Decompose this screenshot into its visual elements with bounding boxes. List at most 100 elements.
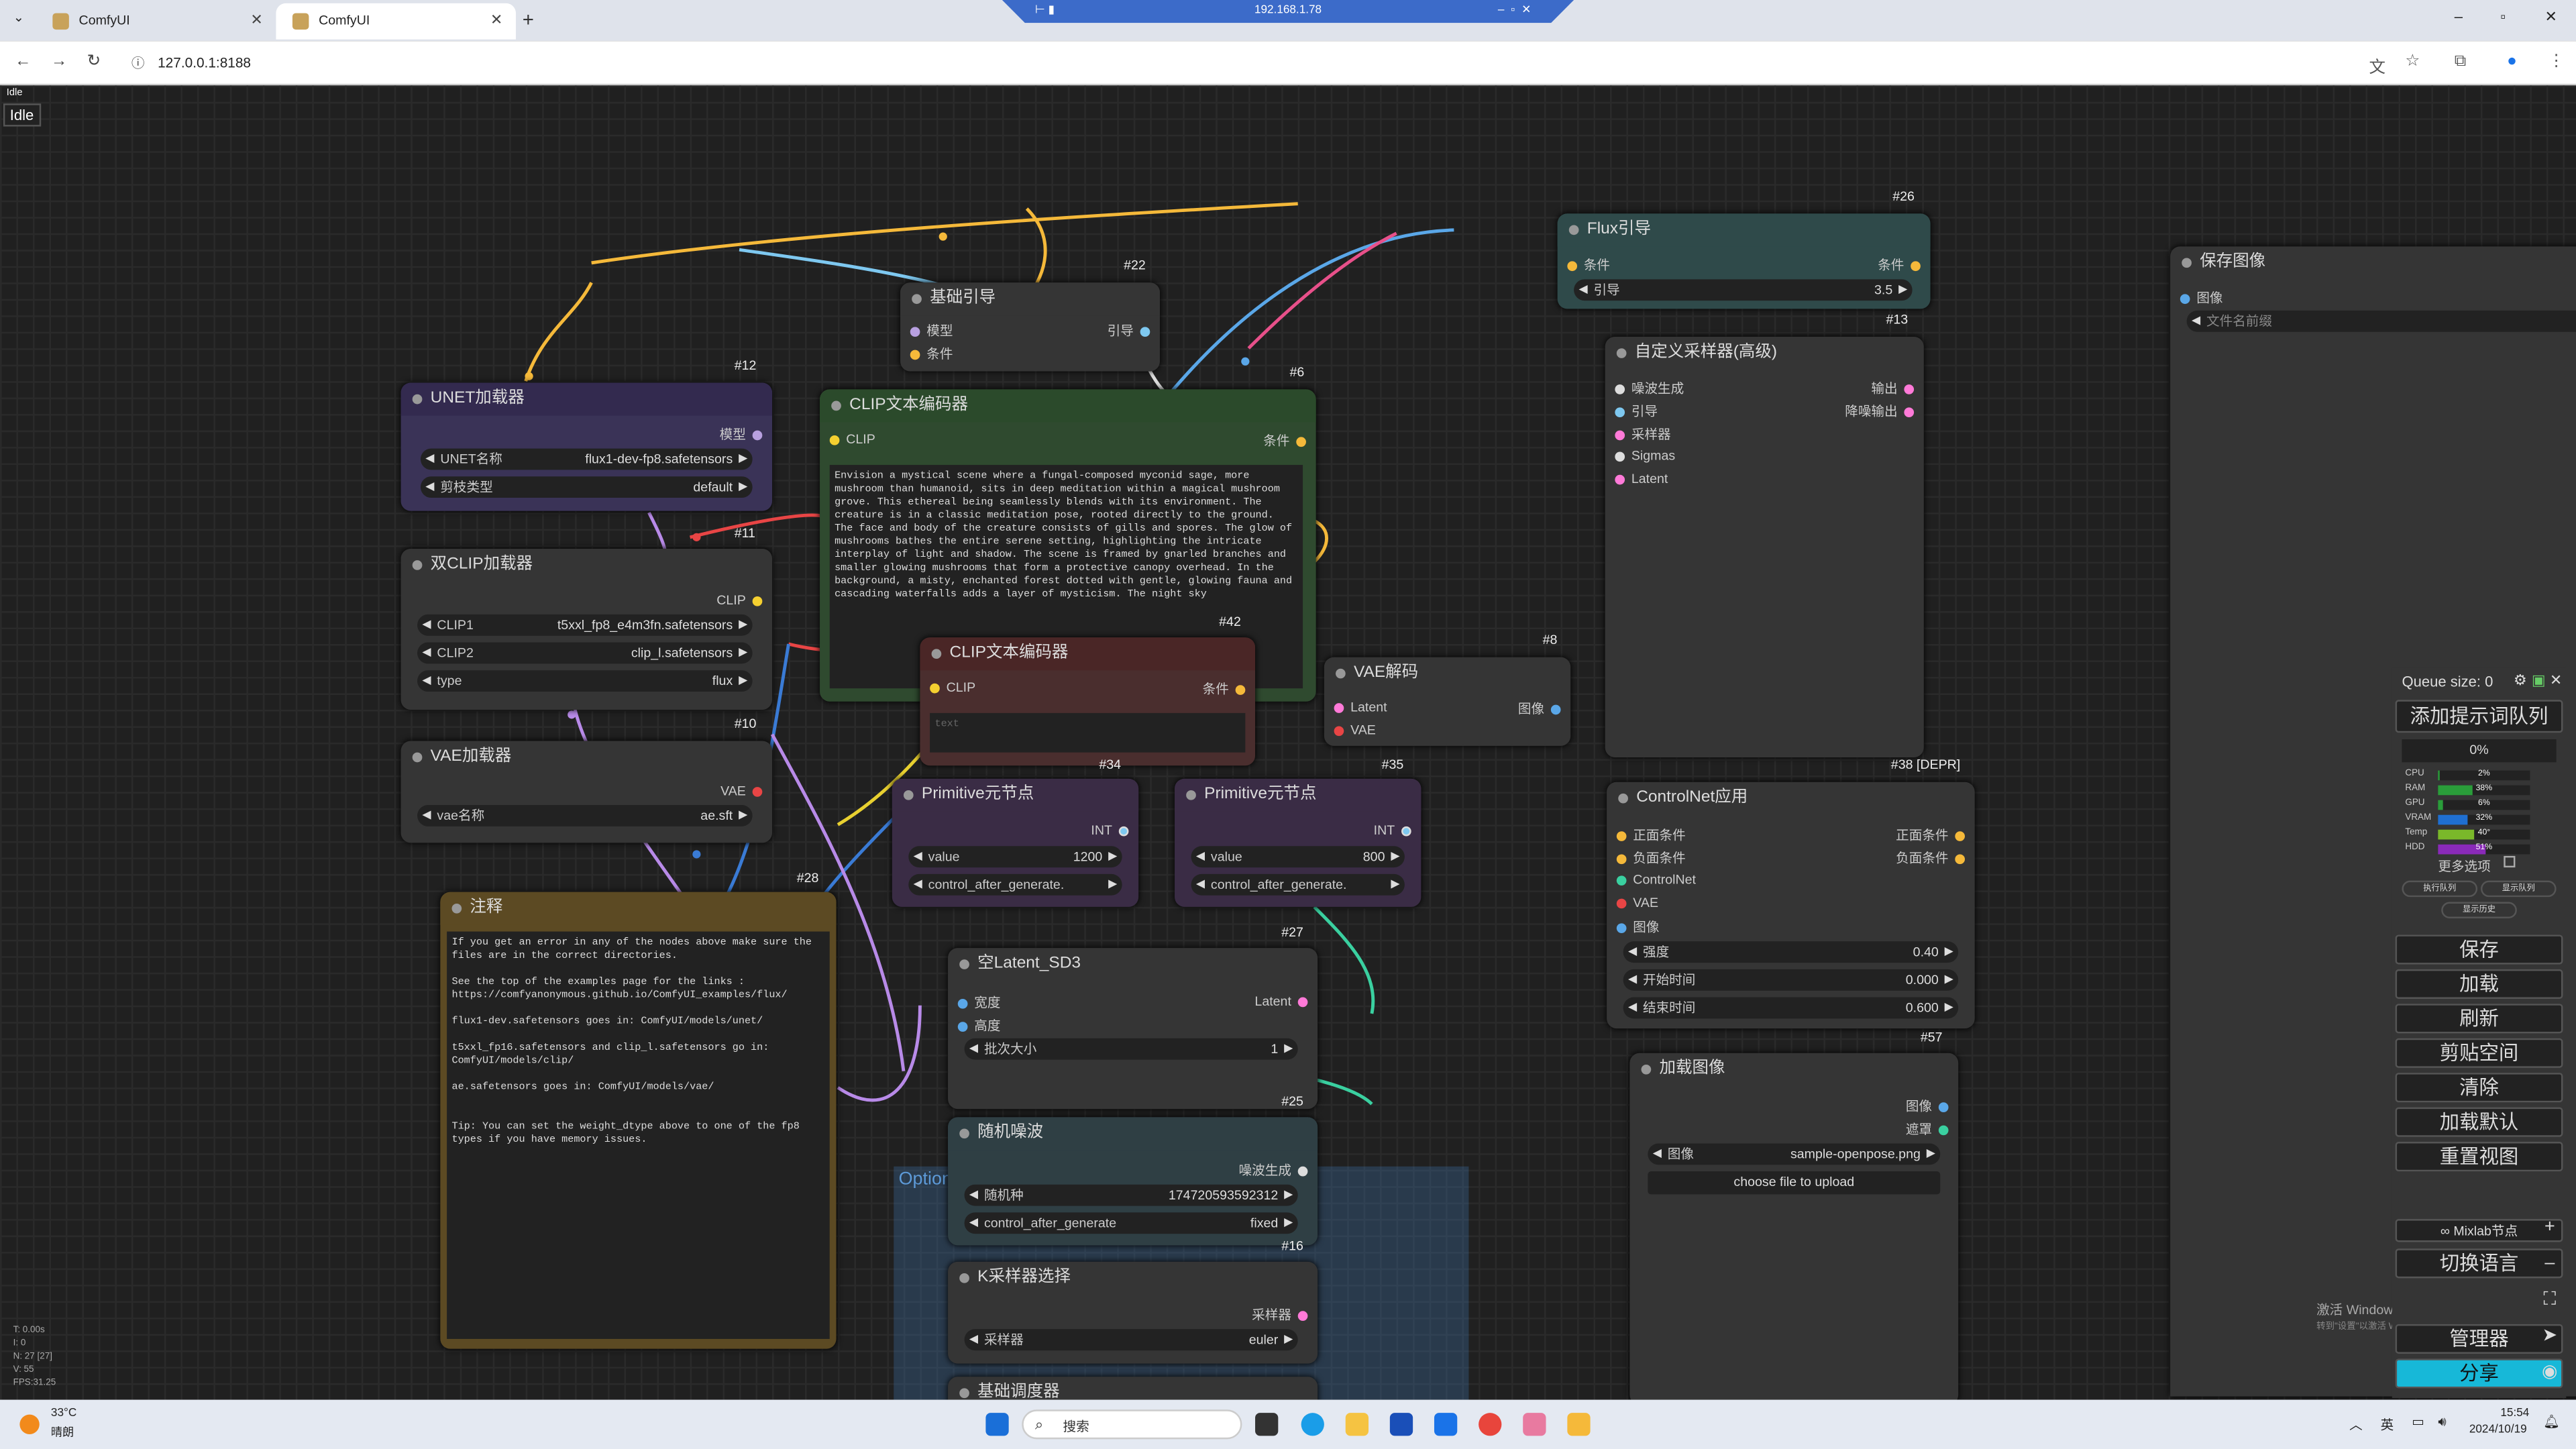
restore-icon[interactable]: ▫: [2500, 8, 2506, 25]
input-sigmas[interactable]: Sigmas: [1609, 449, 1675, 464]
input-model[interactable]: 模型: [904, 322, 953, 340]
node-vae-decode[interactable]: VAE解码 Latent VAE 图像: [1324, 657, 1571, 746]
refresh-button[interactable]: 刷新: [2395, 1004, 2563, 1034]
task-view-icon[interactable]: [1255, 1413, 1279, 1436]
send-icon[interactable]: ➤: [2542, 1326, 2558, 1346]
close-tab-icon[interactable]: ✕: [250, 11, 263, 28]
load-button[interactable]: 加载: [2395, 969, 2563, 999]
node-basic-guider[interactable]: 基础引导 模型 条件 引导: [900, 282, 1160, 372]
app-icon[interactable]: [1523, 1413, 1546, 1436]
remote-controls-icon[interactable]: –▫✕: [1497, 5, 1538, 17]
filename-prefix-input[interactable]: 文件名前缀: [2186, 310, 2576, 332]
close-tab-icon[interactable]: ✕: [490, 11, 503, 28]
bookmark-icon[interactable]: ☆: [2405, 52, 2420, 71]
output-image[interactable]: 图像: [1518, 700, 1567, 718]
output-conditioning[interactable]: 条件: [1878, 256, 1927, 274]
forward-icon[interactable]: →: [50, 52, 68, 71]
output-output[interactable]: 输出: [1871, 380, 1920, 398]
output-guider[interactable]: 引导: [1108, 322, 1157, 340]
output-conditioning[interactable]: 条件: [1203, 680, 1252, 698]
note-textarea[interactable]: If you get an error in any of the nodes …: [447, 931, 830, 1339]
node-flux-guidance[interactable]: Flux引导 条件 条件 引导3.5: [1557, 213, 1931, 309]
load-default-button[interactable]: 加载默认: [2395, 1107, 2563, 1137]
input-width[interactable]: 宽度: [951, 994, 1000, 1012]
manager-button[interactable]: 管理器: [2395, 1324, 2563, 1354]
back-icon[interactable]: ←: [15, 52, 32, 71]
input-clip[interactable]: CLIP: [823, 432, 875, 447]
switch-language-button[interactable]: 切换语言: [2395, 1248, 2563, 1279]
chrome-icon[interactable]: [1479, 1413, 1502, 1436]
node-note[interactable]: 注释 If you get an error in any of the nod…: [440, 892, 837, 1349]
show-queue-button[interactable]: 显示队列: [2480, 880, 2557, 898]
output-sampler[interactable]: 采样器: [1252, 1306, 1314, 1324]
node-dual-clip-loader[interactable]: 双CLIP加载器 CLIP CLIP1t5xxl_fp8_e4m3fn.safe…: [400, 548, 773, 710]
close-panel-icon[interactable]: ✕: [2549, 672, 2563, 689]
node-unet-loader[interactable]: UNET加载器 模型 UNET名称flux1-dev-fp8.safetenso…: [400, 382, 773, 511]
input-image[interactable]: 图像: [1610, 918, 1659, 936]
menu-icon[interactable]: ⋮: [2548, 52, 2565, 71]
site-info-icon[interactable]: ⓘ: [131, 56, 145, 71]
input-sampler[interactable]: 采样器: [1609, 425, 1671, 443]
image-icon[interactable]: ▣: [2531, 672, 2546, 689]
mail-icon[interactable]: [1434, 1413, 1458, 1436]
close-window-icon[interactable]: ✕: [2544, 8, 2557, 25]
eye-icon[interactable]: ◉: [2542, 1362, 2558, 1382]
output-noise[interactable]: 噪波生成: [1239, 1161, 1315, 1179]
strength-number[interactable]: 强度0.40: [1623, 941, 1959, 963]
clear-button[interactable]: 清除: [2395, 1073, 2563, 1103]
comfy-app-icon[interactable]: [1567, 1413, 1591, 1436]
translate-icon[interactable]: 文: [2369, 59, 2385, 78]
input-conditioning[interactable]: 条件: [904, 345, 953, 363]
ime-indicator[interactable]: 英: [2380, 1417, 2394, 1433]
weather-icon[interactable]: [19, 1414, 40, 1434]
settings-icon[interactable]: ⚙: [2513, 672, 2527, 689]
edge-icon[interactable]: [1301, 1413, 1324, 1436]
tab-list-icon[interactable]: ⌄: [13, 9, 25, 25]
fit-view-icon[interactable]: ⛶: [2543, 1289, 2557, 1309]
input-conditioning[interactable]: 条件: [1561, 256, 1610, 274]
tray-chevron-icon[interactable]: ︿: [2349, 1417, 2363, 1433]
new-tab-icon[interactable]: +: [522, 8, 534, 32]
output-clip[interactable]: CLIP: [716, 593, 769, 608]
start-icon[interactable]: [985, 1413, 1009, 1436]
browser-tab-1[interactable]: ComfyUI✕: [36, 3, 276, 40]
pin-icon[interactable]: ⊢ ▮: [1034, 5, 1055, 17]
minimize-icon[interactable]: –: [2454, 8, 2463, 25]
extensions-icon[interactable]: ⧉: [2454, 52, 2467, 71]
extra-options-checkbox[interactable]: [2504, 855, 2516, 868]
output-denoised[interactable]: 降噪输出: [1845, 402, 1921, 421]
explorer-icon[interactable]: [1345, 1413, 1369, 1436]
network-icon[interactable]: ▭: [2412, 1414, 2424, 1430]
url-input[interactable]: 127.0.0.1:8188: [158, 54, 252, 71]
clipspace-button[interactable]: 剪贴空间: [2395, 1038, 2563, 1068]
input-clip[interactable]: CLIP: [923, 680, 975, 695]
input-vae[interactable]: VAE: [1328, 723, 1376, 738]
taskbar-search[interactable]: ⌕ 搜索: [1022, 1409, 1242, 1440]
input-latent[interactable]: Latent: [1328, 700, 1387, 714]
save-button[interactable]: 保存: [2395, 934, 2563, 965]
input-positive[interactable]: 正面条件: [1610, 826, 1686, 845]
share-button[interactable]: 分享: [2395, 1358, 2563, 1389]
control-after-generate-combo[interactable]: control_after_generate.: [908, 873, 1122, 896]
output-int[interactable]: INT: [1091, 823, 1135, 838]
input-height[interactable]: 高度: [951, 1017, 1000, 1035]
input-guider[interactable]: 引导: [1609, 402, 1658, 421]
node-basic-scheduler[interactable]: 基础调度器: [948, 1377, 1318, 1400]
store-icon[interactable]: [1389, 1413, 1413, 1436]
